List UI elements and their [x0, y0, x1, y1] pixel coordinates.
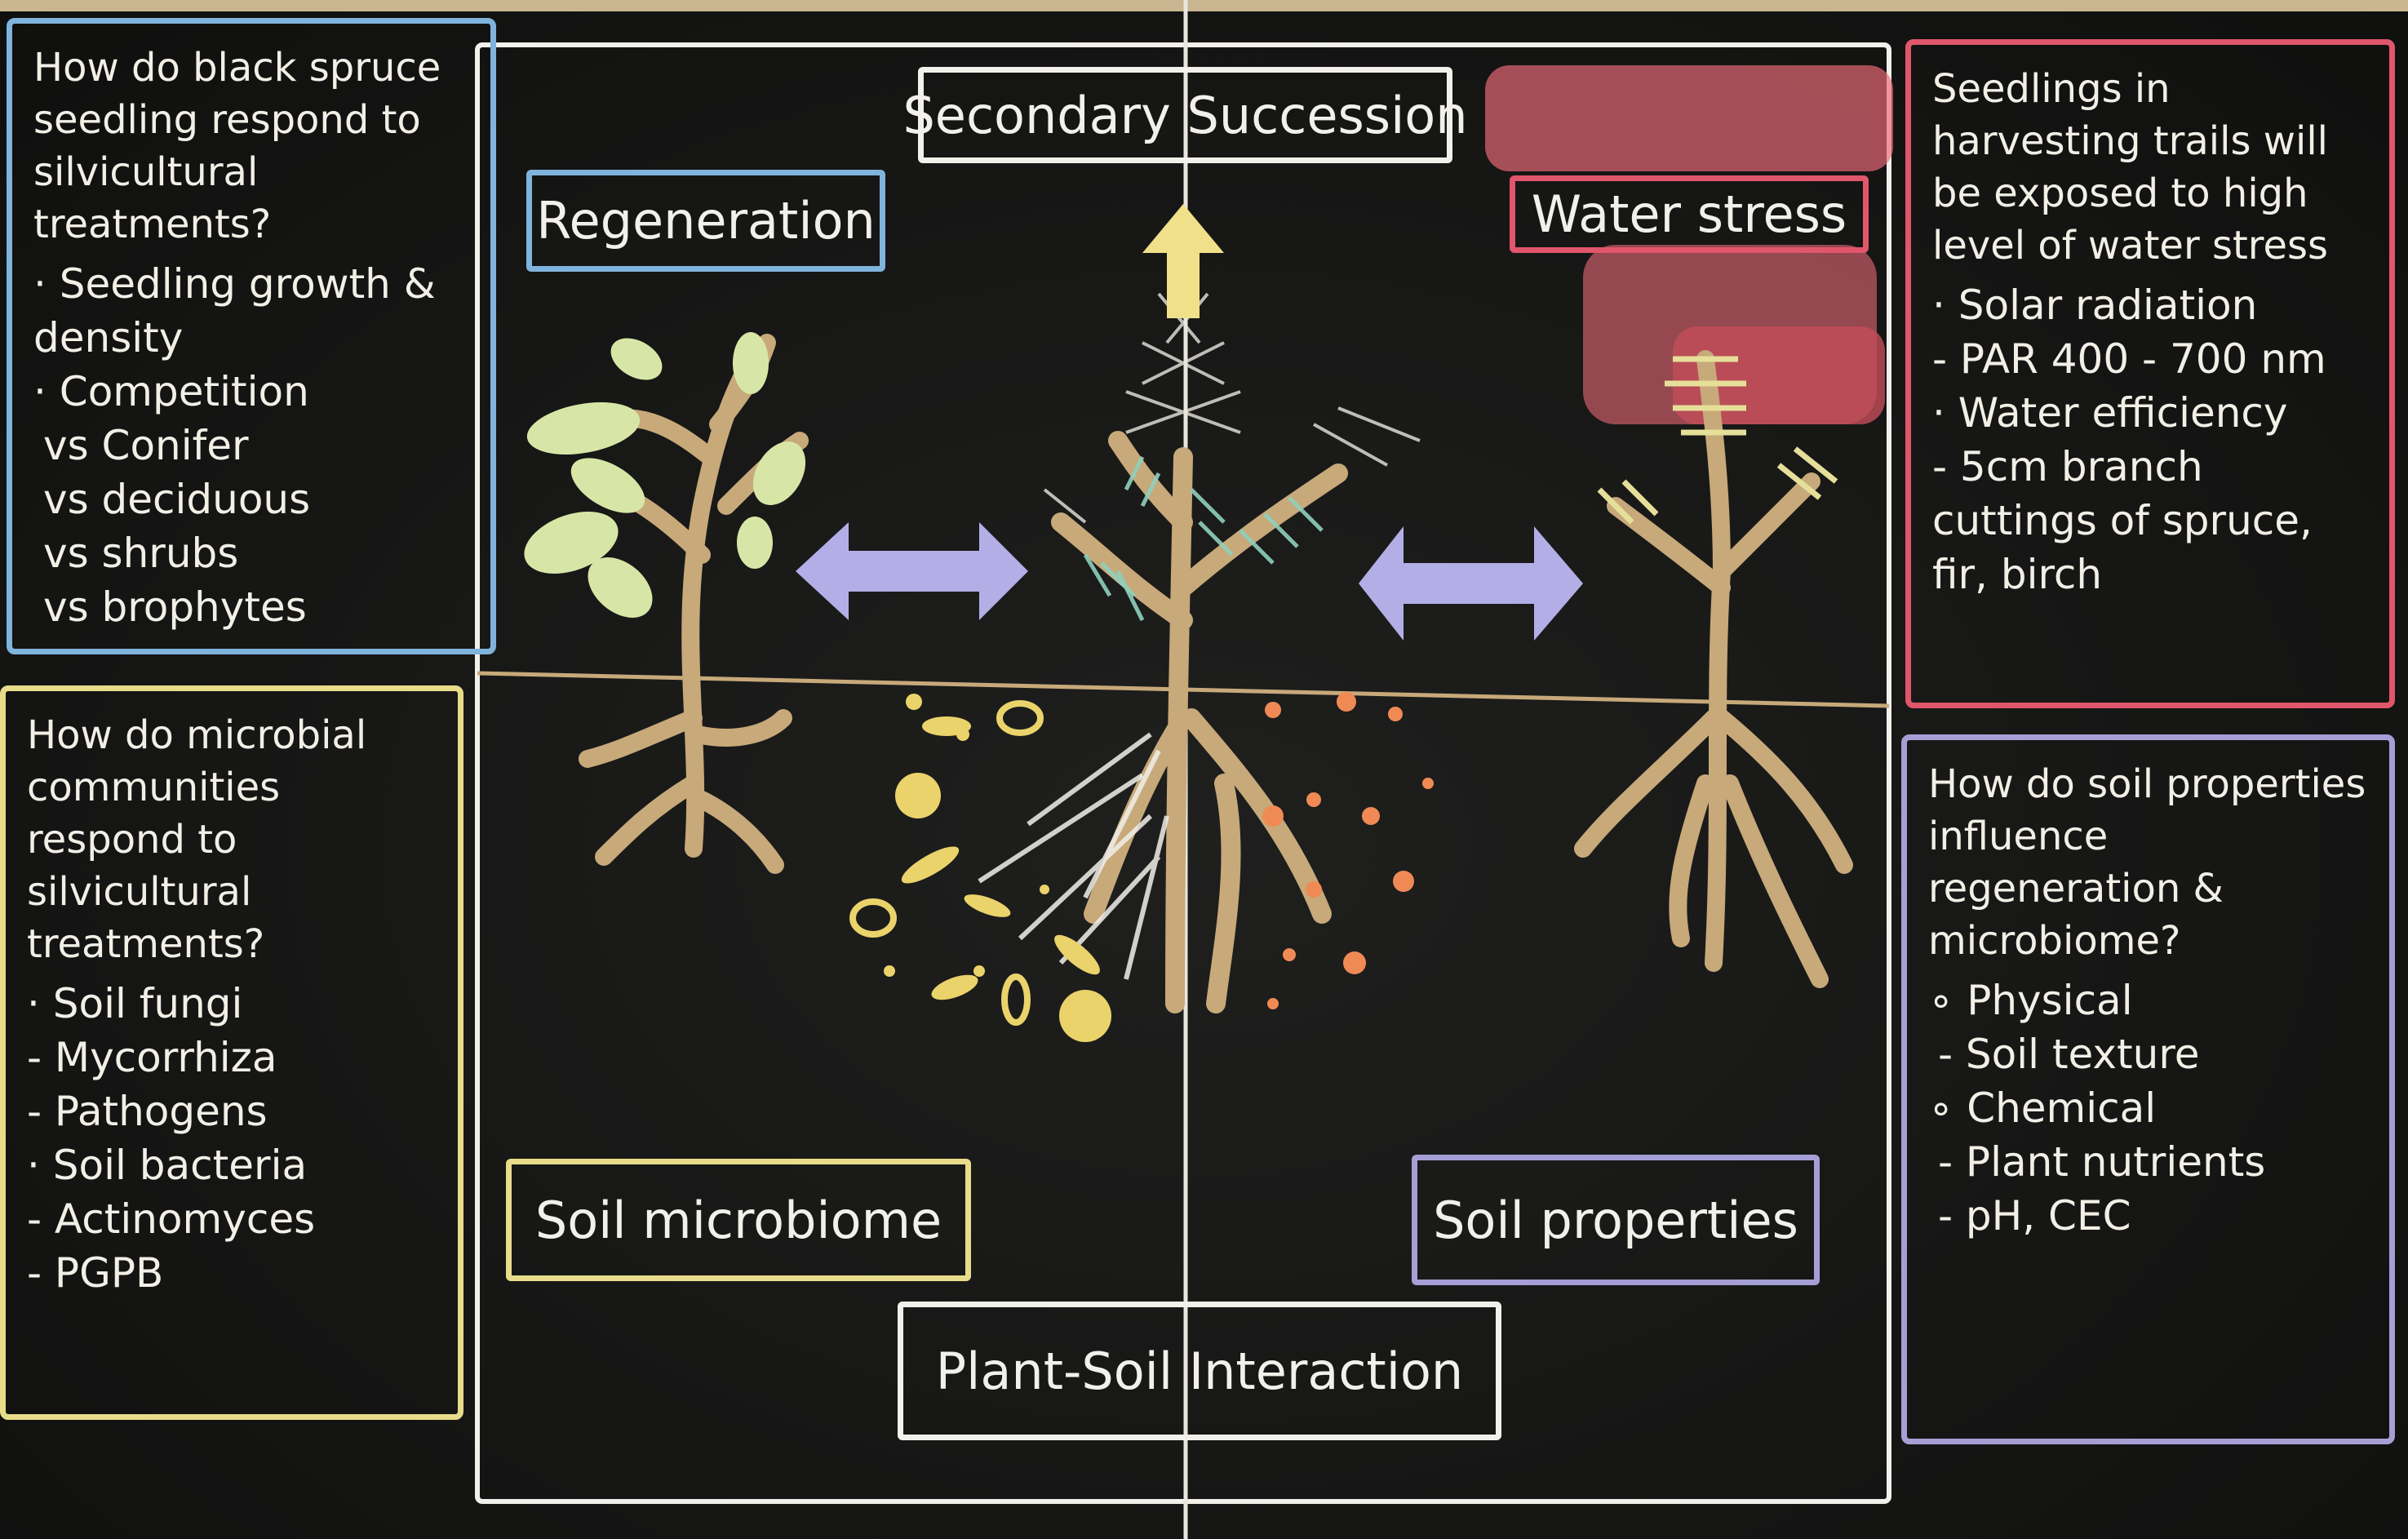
list-item: vs brophytes: [43, 583, 307, 631]
water-stress-label: Water stress: [1510, 175, 1869, 253]
list-item: - Mycorrhiza: [27, 1034, 277, 1081]
seedling-leaves: [524, 332, 806, 618]
list-item: - 5cm branch cuttings of spruce, fir, bi…: [1932, 443, 2313, 598]
soil-particles: [1262, 692, 1434, 1009]
microbe-list: · Soil fungi - Mycorrhiza - Pathogens · …: [27, 977, 437, 1300]
spruce-needles: [1083, 455, 1324, 622]
stressed-needles: [1597, 356, 1838, 525]
list-item: ∘ Physical: [1928, 977, 2133, 1024]
stressed-seedling: [1574, 350, 1853, 988]
soil-properties-label: Soil properties: [1412, 1155, 1820, 1285]
water-stress-haze: [1485, 65, 1893, 424]
spruce-top-needles: [1043, 292, 1421, 524]
secondary-succession-label: Secondary Succession: [902, 67, 1468, 163]
diagram-frame: [475, 42, 1891, 1504]
list-item: vs deciduous: [43, 476, 311, 523]
water-stress-statement: Seedlings in harvesting trails will be e…: [1932, 66, 2328, 268]
list-item: · Seedling growth & density: [33, 260, 436, 361]
soil-properties-panel: How do soil properties influence regener…: [1901, 734, 2395, 1444]
interaction-arrows: [796, 522, 1583, 641]
list-item: · Soil fungi: [27, 980, 243, 1027]
list-item: · Water efficiency: [1932, 389, 2288, 437]
list-item: - Plant nutrients: [1938, 1138, 2266, 1186]
microbe-question: How do microbial communities respond to …: [27, 712, 367, 967]
regeneration-label: Regeneration: [526, 170, 885, 272]
regeneration-list: · Seedling growth & density · Competitio…: [33, 257, 469, 634]
list-item: · Solar radiation: [1932, 282, 2258, 329]
list-item: - PAR 400 - 700 nm: [1932, 335, 2326, 383]
microbe-panel: How do microbial communities respond to …: [0, 685, 463, 1420]
regeneration-question: How do black spruce seedling respond to …: [33, 45, 441, 247]
list-item: - PGPB: [27, 1249, 164, 1297]
list-item: vs shrubs: [43, 530, 239, 577]
regeneration-panel: How do black spruce seedling respond to …: [7, 18, 496, 654]
plant-soil-interaction-label: Plant-Soil Interaction: [898, 1302, 1501, 1440]
soil-properties-list: ∘ Physical - Soil texture ∘ Chemical - P…: [1928, 974, 2368, 1243]
list-item: - pH, CEC: [1938, 1192, 2131, 1240]
list-item: ∘ Chemical: [1928, 1084, 2157, 1132]
water-stress-panel: Seedlings in harvesting trails will be e…: [1905, 39, 2395, 708]
list-item: · Competition: [33, 368, 309, 415]
list-item: vs Conifer: [43, 422, 249, 469]
list-item: - Pathogens: [27, 1088, 268, 1135]
list-item: - Actinomyces: [27, 1195, 316, 1243]
soil-properties-question: How do soil properties influence regener…: [1928, 761, 2366, 964]
list-item: · Soil bacteria: [27, 1142, 308, 1189]
soil-microbiome-label: Soil microbiome: [506, 1159, 971, 1281]
soil-microbes: [849, 694, 1111, 1042]
growth-arrow: [1142, 204, 1224, 318]
water-stress-list: · Solar radiation - PAR 400 - 700 nm · W…: [1932, 278, 2368, 601]
board-frame: [0, 0, 2408, 11]
list-item: - Soil texture: [1938, 1031, 2200, 1078]
